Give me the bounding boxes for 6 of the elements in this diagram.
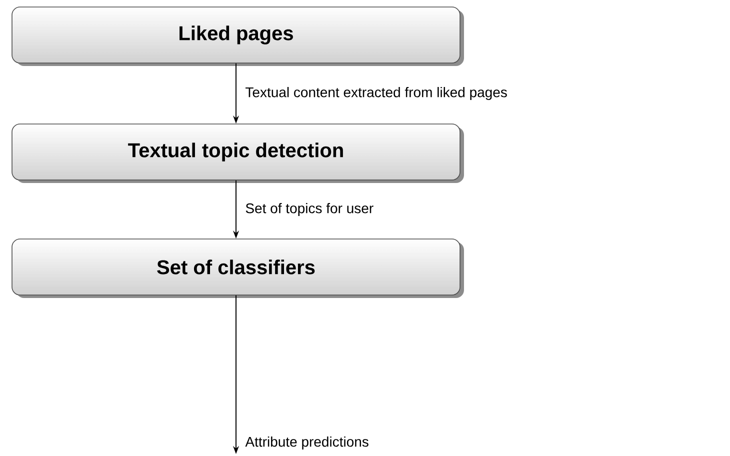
process-box: Liked pages: [12, 6, 464, 66]
process-box: Set of classifiers: [12, 238, 464, 298]
edge-label: Attribute predictions: [245, 436, 368, 450]
edge-label: Set of topics for user: [246, 202, 374, 216]
edge-label: Textual content extracted from liked pages: [246, 86, 507, 100]
process-box: Textual topic detection: [12, 124, 464, 183]
